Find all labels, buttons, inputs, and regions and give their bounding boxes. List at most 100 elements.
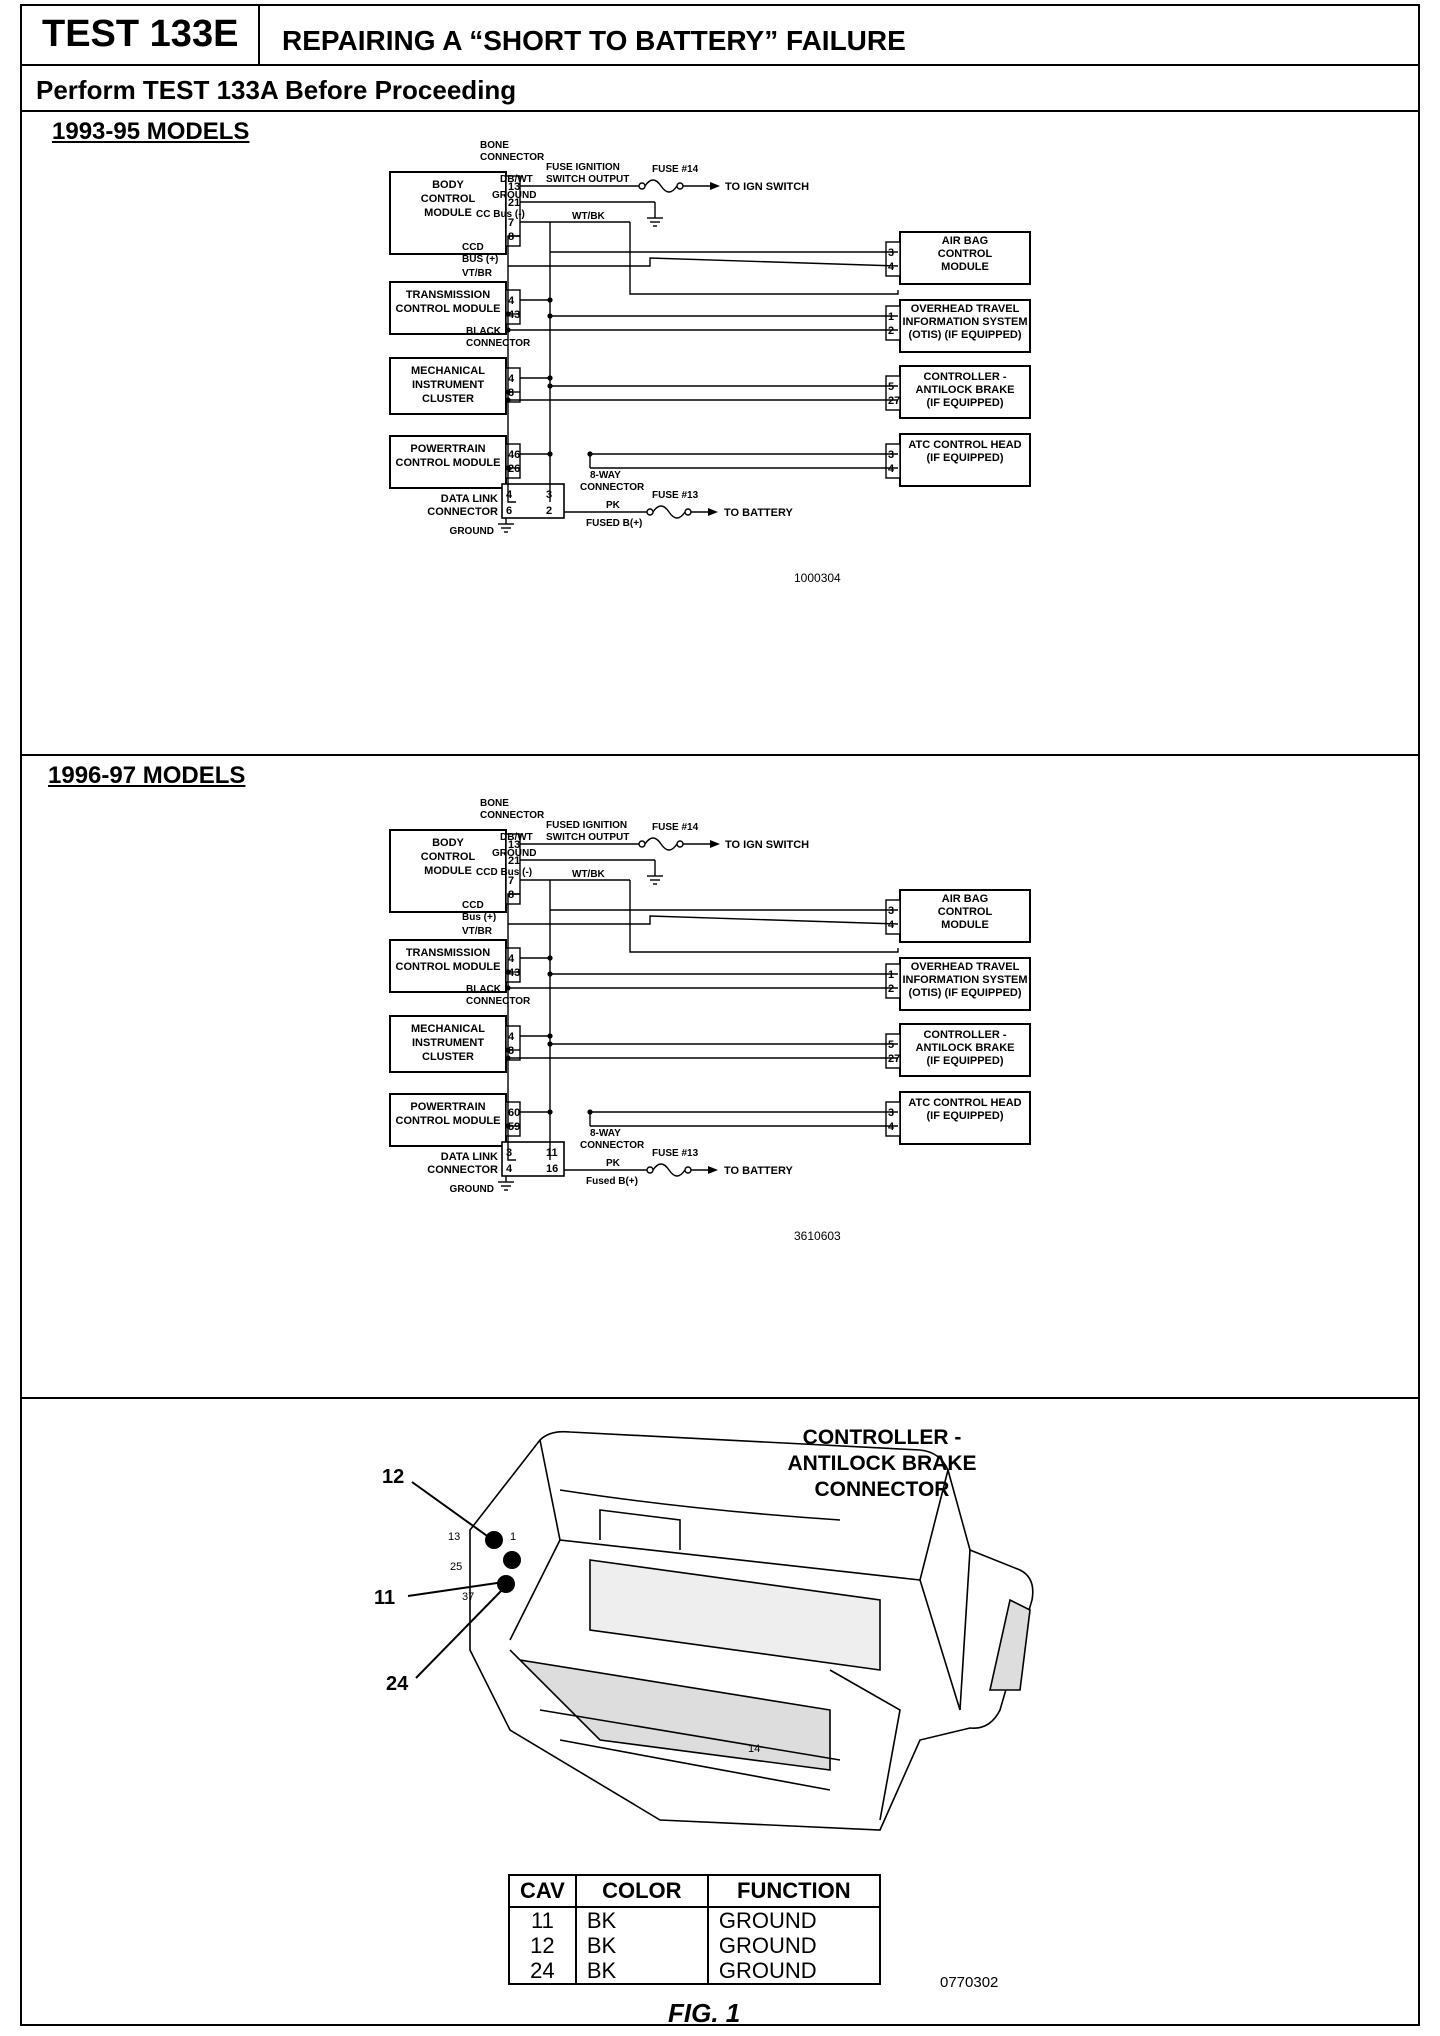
body-control-module-label: CONTROL <box>421 193 476 205</box>
body-control-module-label: CONTROL <box>421 851 476 863</box>
body-control-module-pin-label: 21 <box>508 197 520 209</box>
transmission-control-module-label: CONTROL MODULE <box>396 961 501 973</box>
splice-dot <box>547 1109 553 1115</box>
wire-color-label: Bus (+) <box>462 912 496 923</box>
battery-label: TO BATTERY <box>724 1165 794 1177</box>
abs-controller-module-pin-label: 27 <box>888 1053 900 1065</box>
powertrain-control-module-pin-label: 59 <box>508 1121 520 1133</box>
fuse-symbol <box>652 505 686 519</box>
abs-controller-module-label: ANTILOCK BRAKE <box>916 384 1015 396</box>
splice-dot <box>505 1123 511 1129</box>
page-frame <box>20 4 1420 2026</box>
fuse-symbol <box>652 1163 686 1177</box>
wire-color-label: FUSED B(+) <box>586 518 642 529</box>
wire-color-label: DB/WT <box>500 832 533 843</box>
fuse-terminal <box>676 182 684 190</box>
body-control-module-pin-label: 7 <box>508 217 514 229</box>
callout-leader <box>411 1481 491 1539</box>
section-heading-1996: 1996-97 MODELS <box>48 762 246 789</box>
data-link-connector-box <box>501 483 565 519</box>
abs-controller-module-pin-strip <box>885 1033 901 1069</box>
atc-control-head-pin-strip <box>885 443 901 479</box>
fuse-13-label: FUSE #13 <box>652 490 699 501</box>
wire-color-label: CCD <box>462 900 484 911</box>
abs-controller-module-pin-label: 5 <box>888 1039 894 1051</box>
wire-color-label: PK <box>606 1158 621 1169</box>
fuse-terminal <box>646 508 654 516</box>
airbag-control-module-label: AIR BAG <box>942 893 988 905</box>
bone-connector-label: BONE <box>480 798 509 809</box>
fuse-source-label: SWITCH OUTPUT <box>546 832 629 843</box>
pin-number: 13 <box>448 1531 460 1543</box>
splice-dot <box>505 311 511 317</box>
dlc-label: DATA LINK <box>441 493 498 505</box>
otis-module-box <box>899 957 1031 1011</box>
powertrain-control-module-pin-label: 26 <box>508 463 520 475</box>
mechanical-instrument-cluster-label: CLUSTER <box>422 393 474 405</box>
otis-module-label: OVERHEAD TRAVEL <box>911 961 1020 973</box>
table-cell: GROUND <box>706 1907 880 1933</box>
abs-controller-module-label: CONTROLLER - <box>923 371 1006 383</box>
eight-way-connector-label: 8-WAY <box>590 470 621 481</box>
otis-module-label: (OTIS) (IF EQUIPPED) <box>908 987 1021 999</box>
body-control-module-label: MODULE <box>424 865 472 877</box>
splice-dot <box>547 1041 553 1047</box>
abs-controller-module-pin-strip <box>885 375 901 411</box>
splice-dot <box>505 397 511 403</box>
otis-module-label: (OTIS) (IF EQUIPPED) <box>908 329 1021 341</box>
airbag-control-module-pin-label: 3 <box>888 905 894 917</box>
splice-dot <box>547 297 553 303</box>
table-cell: BK <box>574 1958 708 1984</box>
wire-color-label: WT/BK <box>572 869 606 880</box>
otis-module-pin-strip <box>885 963 901 999</box>
dlc-pin-label: 6 <box>506 505 512 517</box>
diagram-content: 132178BODYCONTROLMODULE443TRANSMISSIONCO… <box>389 798 1031 1243</box>
otis-module-pin-label: 1 <box>888 969 894 981</box>
splice-dot <box>505 389 511 395</box>
test-title: REPAIRING A “SHORT TO BATTERY” FAILURE <box>282 25 906 56</box>
splice-dot <box>547 313 553 319</box>
body-control-module-pin-label: 8 <box>508 889 514 901</box>
body-control-module-pin-label: 7 <box>508 875 514 887</box>
otis-module-label: INFORMATION SYSTEM <box>902 316 1027 328</box>
wire <box>629 880 899 953</box>
splice-dot <box>505 985 511 991</box>
body-control-module-pin-strip <box>505 175 521 247</box>
splice-dot <box>505 1047 511 1053</box>
table-cell: 12 <box>530 1933 555 1958</box>
fuse-symbol <box>644 179 678 193</box>
powertrain-control-module-pin-label: 60 <box>508 1107 520 1119</box>
arrow-head <box>710 182 720 190</box>
body-control-module-label: MODULE <box>424 207 472 219</box>
dlc-label: CONNECTOR <box>427 1164 498 1176</box>
abs-controller-module-box <box>899 365 1031 419</box>
airbag-control-module-pin-label: 4 <box>888 261 895 273</box>
mechanical-instrument-cluster-label: MECHANICAL <box>411 365 485 377</box>
fuse-terminal <box>684 1166 692 1174</box>
otis-module-pin-label: 2 <box>888 983 894 995</box>
wire-color-label: VT/BR <box>462 926 493 937</box>
wiring-diagram-1993: 132178BODYCONTROLMODULE443TRANSMISSIONCO… <box>389 140 1031 585</box>
callout-12: 12 <box>382 1466 404 1488</box>
wire-color-label: WT/BK <box>572 211 606 222</box>
battery-label: TO BATTERY <box>724 507 794 519</box>
airbag-control-module-label: AIR BAG <box>942 235 988 247</box>
powertrain-control-module-label: CONTROL MODULE <box>396 457 501 469</box>
atc-control-head-label: (IF EQUIPPED) <box>926 1110 1003 1122</box>
abs-controller-module-label: (IF EQUIPPED) <box>926 1055 1003 1067</box>
cavity-table: CAV COLOR FUNCTION 11 BK GROUND 12 BK GR… <box>508 1874 881 1985</box>
splice-dot <box>587 451 593 457</box>
transmission-control-module-pin-label: 4 <box>508 295 515 307</box>
test-header: TEST 133E REPAIRING A “SHORT TO BATTERY”… <box>20 4 1420 66</box>
fuse-symbol <box>644 837 678 851</box>
wire-color-label: CC Bus (-) <box>476 209 525 220</box>
ign-switch-label: TO IGN SWITCH <box>725 181 809 193</box>
transmission-control-module-pin-label: 43 <box>508 309 520 321</box>
mechanical-instrument-cluster-box <box>389 1015 507 1073</box>
bone-connector-label: CONNECTOR <box>480 152 545 163</box>
wire-color-label: GROUND <box>492 190 536 201</box>
fuse-terminal <box>638 182 646 190</box>
atc-control-head-label: (IF EQUIPPED) <box>926 452 1003 464</box>
ground-label: GROUND <box>450 1184 494 1195</box>
mechanical-instrument-cluster-label: INSTRUMENT <box>412 1037 484 1049</box>
